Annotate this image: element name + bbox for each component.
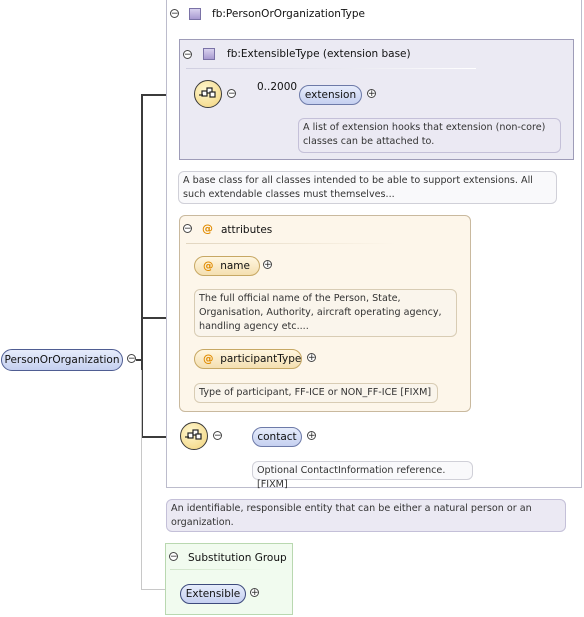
sequence-icon[interactable]	[194, 80, 222, 108]
complex-type-icon	[189, 8, 201, 20]
collapse-sequence-button[interactable]: −	[227, 89, 236, 99]
attribute-at-icon: @	[203, 260, 214, 272]
element-extensible[interactable]: Extensible	[180, 584, 246, 604]
collapse-root-button[interactable]: −	[127, 354, 136, 364]
contact-documentation: Optional ContactInformation reference.[F…	[252, 461, 473, 490]
collapse-substitution-button[interactable]: −	[169, 552, 178, 562]
type-documentation: A base class for all classes intended to…	[178, 171, 557, 204]
attribute-name-label: name	[220, 260, 250, 272]
attribute-participant-type[interactable]: @ participantType	[194, 349, 302, 369]
attributes-title: attributes	[221, 224, 273, 236]
attribute-participant-label: participantType	[220, 353, 302, 365]
expand-extensible-button[interactable]: +	[250, 588, 259, 598]
cardinality-label: 0..2000	[257, 81, 298, 93]
collapse-sequence-button[interactable]: −	[213, 431, 222, 441]
element-extension[interactable]: extension	[299, 85, 362, 105]
attribute-name[interactable]: @ name	[194, 256, 260, 276]
extension-base-title: fb:ExtensibleType (extension base)	[227, 48, 411, 60]
participant-documentation: Type of participant, FF-ICE or NON_FF-IC…	[194, 383, 438, 403]
sequence-icon[interactable]	[180, 422, 208, 450]
expand-participant-button[interactable]: +	[307, 353, 316, 363]
attributes-at-icon: @	[202, 222, 213, 235]
extension-base-icon	[203, 48, 215, 60]
extension-base-divider	[186, 68, 476, 69]
root-documentation: An identifiable, responsible entity that…	[166, 499, 566, 532]
element-contact[interactable]: contact	[252, 427, 302, 447]
collapse-attributes-button[interactable]: −	[183, 224, 192, 234]
attributes-divider	[186, 243, 396, 244]
collapse-extension-base-button[interactable]: −	[183, 50, 192, 60]
attribute-at-icon: @	[203, 353, 214, 365]
complex-type-title: fb:PersonOrOrganizationType	[212, 8, 366, 20]
collapse-type-button[interactable]: −	[170, 9, 179, 19]
substitution-group-title: Substitution Group	[188, 552, 287, 564]
extension-documentation: A list of extension hooks that extension…	[298, 118, 561, 153]
root-element[interactable]: PersonOrOrganization	[1, 349, 123, 371]
expand-contact-button[interactable]: +	[307, 431, 316, 441]
name-documentation: The full official name of the Person, St…	[194, 289, 457, 337]
expand-name-button[interactable]: +	[263, 260, 272, 270]
expand-extension-button[interactable]: +	[367, 89, 376, 99]
substitution-divider	[170, 569, 270, 570]
